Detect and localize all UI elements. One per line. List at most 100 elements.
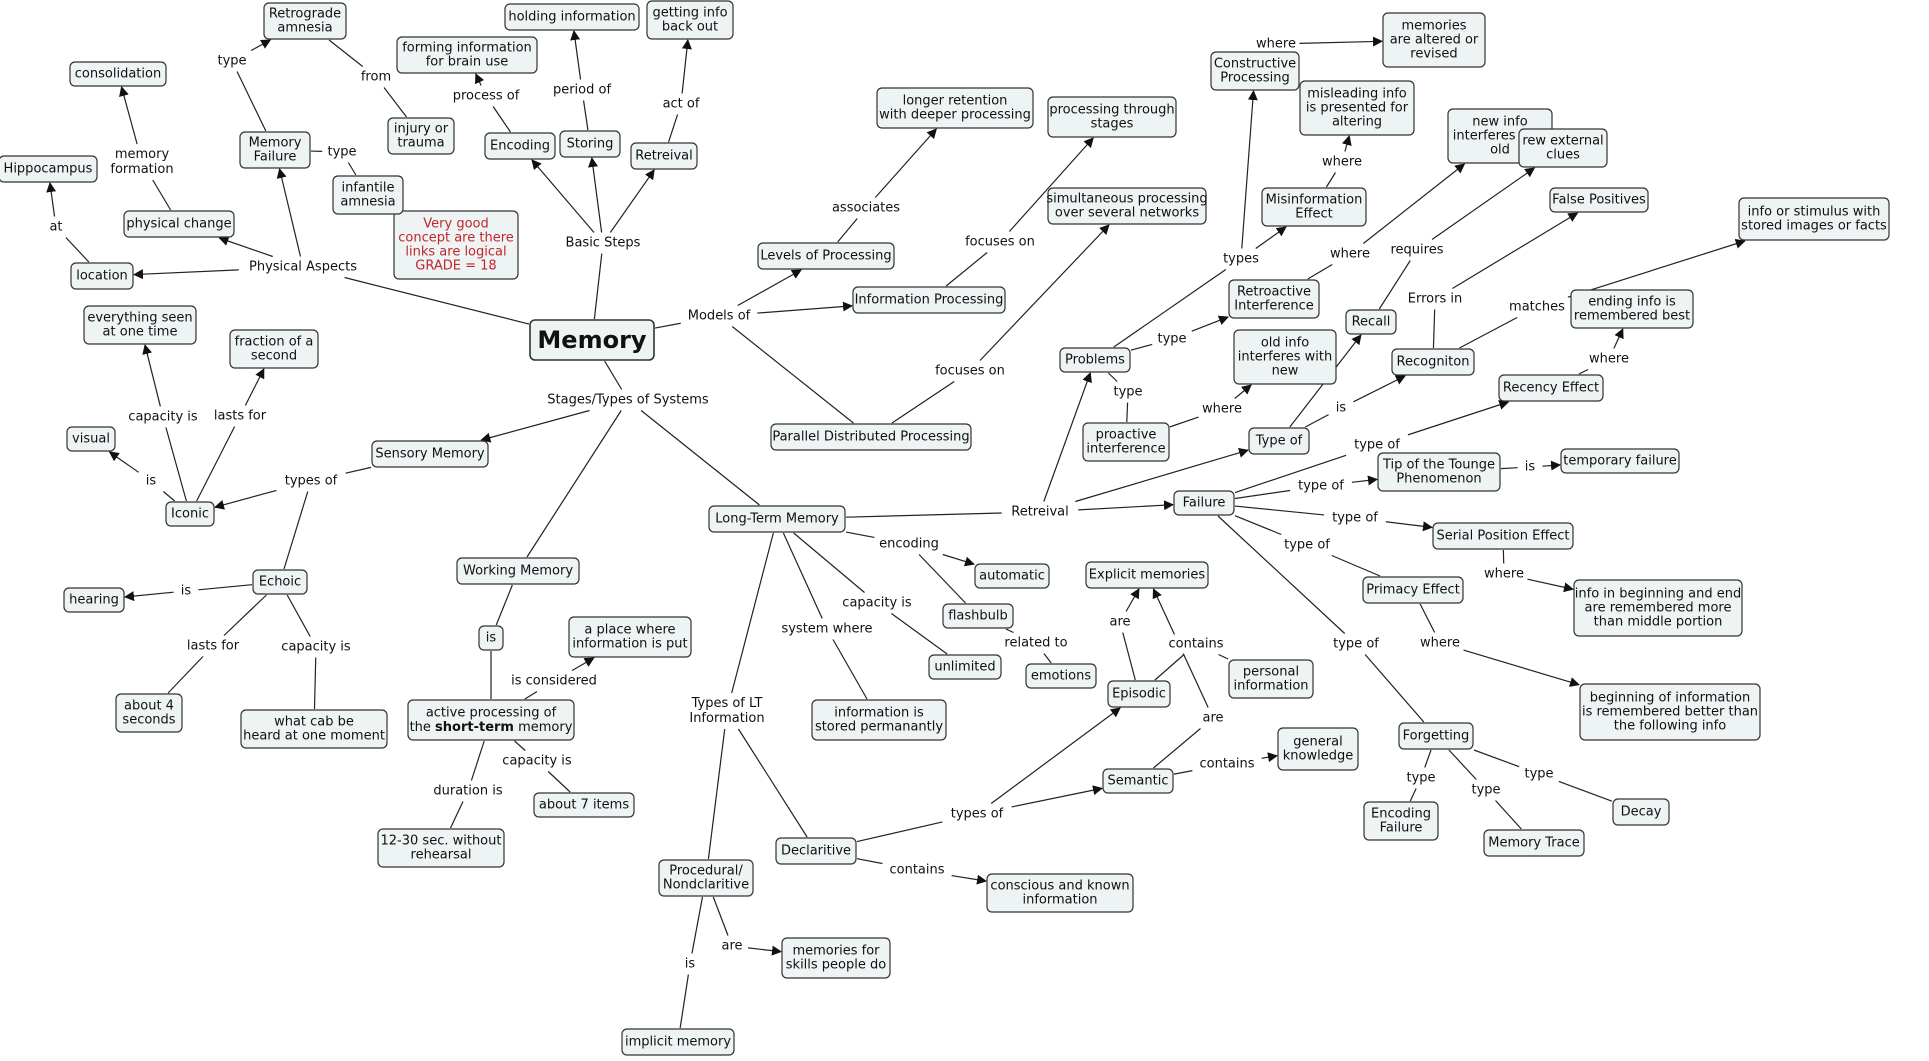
node-episodic[interactable]: Episodic [1107, 680, 1171, 708]
node-location[interactable]: location [70, 262, 134, 290]
node-consolidation[interactable]: consolidation [69, 61, 167, 87]
node-recogniton[interactable]: Recogniton [1391, 348, 1475, 376]
node-echoic[interactable]: Echoic [252, 569, 308, 595]
node-text: memories [1401, 19, 1466, 34]
node-isnode[interactable]: is [478, 625, 504, 651]
node-box [1362, 576, 1464, 604]
connector-memory-l_modelsof [654, 322, 681, 329]
connector-l_modelsof-levels [737, 269, 802, 307]
node-working[interactable]: Working Memory [456, 557, 580, 585]
node-forgetting[interactable]: Forgetting [1398, 722, 1474, 750]
node-pdp[interactable]: Parallel Distributed Processing [770, 423, 972, 451]
node-serial[interactable]: Serial Position Effect [1432, 522, 1574, 550]
node-hearing[interactable]: hearing [63, 587, 125, 613]
node-text: beginning of information [1590, 691, 1751, 706]
node-box [371, 440, 489, 468]
node-falsepos[interactable]: False Positives [1549, 187, 1649, 213]
node-hippocampus[interactable]: Hippocampus [0, 155, 98, 183]
node-decay[interactable]: Decay [1612, 798, 1670, 826]
node-text: than middle portion [1594, 615, 1723, 630]
node-emotions[interactable]: emotions [1025, 663, 1097, 689]
node-tempfail[interactable]: temporary failure [1560, 448, 1680, 474]
node-text: active processing of [426, 706, 557, 721]
node-recall[interactable]: Recall [1345, 309, 1397, 335]
connector-l_is4-recogniton [1353, 375, 1406, 403]
node-about7[interactable]: about 7 items [533, 792, 635, 818]
node-ltm[interactable]: Long-Term Memory [708, 505, 846, 533]
node-retreival[interactable]: Retreival [630, 142, 698, 170]
node-text: what cab be [274, 715, 354, 730]
node-holding[interactable]: holding information [504, 3, 640, 31]
link-label-bg [558, 233, 648, 253]
link-label-text: Models of [688, 309, 751, 324]
node-iconic[interactable]: Iconic [165, 501, 215, 527]
node-declaritive[interactable]: Declaritive [775, 837, 857, 865]
node-infoproc[interactable]: Information Processing [852, 286, 1006, 314]
node-encoding[interactable]: Encoding [484, 132, 556, 160]
node-text: Effect [1295, 207, 1332, 222]
node-memtrace[interactable]: Memory Trace [1483, 829, 1585, 857]
node-levels[interactable]: Levels of Processing [757, 242, 895, 270]
connector-declaritive-l_typesof2 [856, 821, 943, 843]
node-unlimited[interactable]: unlimited [928, 654, 1002, 680]
node-visual[interactable]: visual [66, 426, 116, 452]
node-memory[interactable]: Memory [529, 319, 655, 361]
link-label-bg [929, 361, 1011, 381]
node-explicit[interactable]: Explicit memories [1085, 561, 1209, 589]
node-storing[interactable]: Storing [559, 130, 621, 158]
node-flashbulb[interactable]: flashbulb [942, 603, 1014, 629]
node-physchange[interactable]: physical change [123, 210, 235, 238]
node-procedural[interactable]: Procedural/Nondclaritive [658, 859, 754, 897]
connector-l_is1-visual [108, 451, 139, 473]
node-problems[interactable]: Problems [1059, 347, 1131, 373]
node-semantic[interactable]: Semantic [1102, 768, 1174, 794]
node-implicit[interactable]: implicit memory [621, 1028, 735, 1056]
link-label-bg [654, 94, 708, 114]
link-label-text: type [1471, 783, 1500, 798]
node-primacy[interactable]: Primacy Effect [1362, 576, 1464, 604]
node-recency[interactable]: Recency Effect [1498, 374, 1604, 402]
node-typeof[interactable]: Type of [1248, 427, 1310, 455]
node-automatic[interactable]: automatic [974, 563, 1050, 589]
node-box [1025, 663, 1097, 689]
node-sensory[interactable]: Sensory Memory [371, 440, 489, 468]
node-failure[interactable]: Failure [1173, 490, 1235, 516]
link-label-focuson1: focuses on [959, 232, 1041, 252]
